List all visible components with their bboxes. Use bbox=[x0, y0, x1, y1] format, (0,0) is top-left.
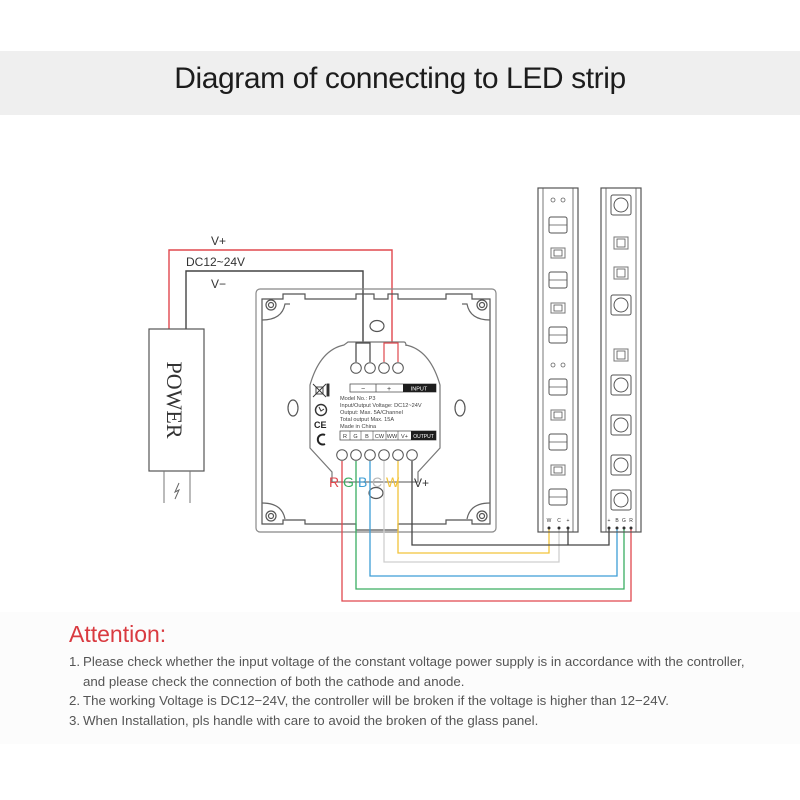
label-line: Input/Output Voltage: DC12~24V bbox=[340, 403, 422, 409]
attention-item-number: 2. bbox=[69, 693, 81, 708]
input-plus-terminal: + bbox=[387, 386, 391, 393]
pad-label: B bbox=[615, 518, 619, 524]
solder-dot-icon bbox=[550, 362, 556, 368]
resistor-icon bbox=[613, 266, 629, 280]
pad-label: R bbox=[629, 518, 633, 524]
led-strip-rgb bbox=[600, 187, 642, 533]
output-label: OUTPUT bbox=[413, 434, 434, 440]
solder-dot-icon bbox=[560, 362, 566, 368]
resistor-icon bbox=[550, 464, 566, 476]
output-terminal-r: R bbox=[343, 434, 347, 440]
output-terminal-cw: CW bbox=[375, 434, 385, 440]
attention-title: Attention: bbox=[69, 621, 167, 647]
resistor-icon bbox=[616, 268, 626, 278]
attention-item: 3. When Installation, pls handle with ca… bbox=[69, 711, 769, 731]
wire-v-plus-out bbox=[411, 461, 610, 546]
input-terminal-block bbox=[350, 362, 404, 374]
rgb-led-chip-icon bbox=[613, 417, 629, 433]
wiring-diagram: V+ DC12~24V V− POWER bbox=[148, 187, 642, 602]
rgb-led-chip-icon bbox=[613, 197, 629, 213]
page-title: Diagram of connecting to LED strip bbox=[174, 62, 626, 95]
resistor-icon bbox=[616, 350, 626, 360]
resistor-icon bbox=[553, 304, 563, 312]
attention-list: 1. Please check whether the input voltag… bbox=[69, 652, 769, 730]
label-line: Model No.: P3 bbox=[340, 396, 375, 402]
wire-label-c: C bbox=[372, 474, 382, 490]
pad-label: C bbox=[557, 518, 561, 524]
label-line: Output: Max. 5A/Channel bbox=[340, 410, 403, 416]
resistor-icon bbox=[553, 249, 563, 257]
solder-dot-icon bbox=[560, 197, 566, 203]
rgb-led-chip-icon bbox=[613, 492, 629, 508]
attention-item: 1. Please check whether the input voltag… bbox=[69, 652, 769, 691]
resistor-icon bbox=[550, 247, 566, 259]
attention-item-number: 3. bbox=[69, 712, 81, 728]
weee-bin-icon bbox=[312, 383, 330, 398]
rohs-icon bbox=[314, 403, 328, 417]
voltage-label: DC12~24V bbox=[186, 255, 245, 269]
wire-color-labels: R G B C W V+ bbox=[329, 474, 429, 490]
wire-label-w: W bbox=[386, 474, 400, 490]
attention-item: 2. The working Voltage is DC12−24V, the … bbox=[69, 691, 769, 711]
input-label: INPUT bbox=[411, 387, 428, 393]
attention-item-text: The working Voltage is DC12−24V, the con… bbox=[83, 693, 669, 708]
output-terminal-g: G bbox=[353, 434, 357, 440]
power-label: POWER bbox=[162, 362, 187, 439]
resistor-icon bbox=[613, 236, 629, 250]
resistor-icon bbox=[553, 411, 563, 419]
output-terminal-vplus: V+ bbox=[401, 434, 408, 440]
resistor-icon bbox=[553, 466, 563, 474]
wire-warm-white bbox=[397, 461, 550, 554]
attention-item-text: Please check whether the input voltage o… bbox=[83, 654, 745, 689]
pad-label: W bbox=[547, 518, 552, 524]
resistor-icon bbox=[613, 348, 629, 362]
c-tick-icon bbox=[316, 433, 326, 446]
label-line: Made in China bbox=[340, 424, 377, 430]
pad-label: G bbox=[622, 518, 626, 524]
wire-v-plus bbox=[168, 249, 393, 343]
v-plus-label: V+ bbox=[211, 234, 226, 248]
input-label-strip: − + INPUT bbox=[349, 383, 437, 393]
output-terminal-b: B bbox=[365, 434, 369, 440]
pad-label: + bbox=[567, 518, 570, 524]
solder-dot-icon bbox=[550, 197, 556, 203]
lightning-icon bbox=[173, 482, 181, 500]
wire-label-b: B bbox=[358, 474, 367, 490]
pad-label: + bbox=[608, 518, 611, 524]
controller-back-plate bbox=[255, 288, 497, 533]
controller-label: Model No.: P3 Input/Output Voltage: DC12… bbox=[340, 396, 422, 430]
output-terminal-block bbox=[336, 449, 418, 461]
rgb-led-chip-icon bbox=[613, 297, 629, 313]
rgb-led-chip-icon bbox=[613, 457, 629, 473]
resistor-icon bbox=[550, 302, 566, 314]
wire-blue bbox=[369, 461, 618, 577]
resistor-icon bbox=[550, 409, 566, 421]
power-wires bbox=[168, 249, 393, 343]
output-wires bbox=[341, 461, 632, 602]
label-line: Total output Max. 15A bbox=[340, 417, 394, 423]
output-label-strip: R G B CW WW V+ OUTPUT bbox=[339, 430, 437, 441]
attention-band bbox=[0, 612, 800, 744]
wire-v-minus bbox=[185, 270, 364, 343]
ce-icon: CE bbox=[314, 420, 327, 430]
wire-label-vplus: V+ bbox=[414, 476, 429, 490]
strip-pad-labels: W C + + B G R bbox=[547, 518, 634, 524]
strip-solder-pads bbox=[547, 526, 633, 530]
resistor-icon bbox=[616, 238, 626, 248]
attention-item-number: 1. bbox=[69, 654, 81, 669]
wire-green bbox=[355, 461, 625, 590]
wire-label-r: R bbox=[329, 474, 339, 490]
led-strip-cct bbox=[537, 187, 579, 533]
output-terminal-ww: WW bbox=[387, 434, 398, 440]
input-minus-terminal: − bbox=[361, 386, 365, 393]
wire-label-g: G bbox=[343, 474, 354, 490]
v-minus-label: V− bbox=[211, 277, 226, 291]
attention-item-text: When Installation, pls handle with care … bbox=[83, 712, 539, 728]
title-band bbox=[0, 51, 800, 115]
screw-hole-icons bbox=[265, 299, 488, 522]
power-supply: POWER bbox=[148, 328, 205, 503]
wire-red bbox=[341, 461, 632, 602]
rgb-led-chip-icon bbox=[613, 377, 629, 393]
